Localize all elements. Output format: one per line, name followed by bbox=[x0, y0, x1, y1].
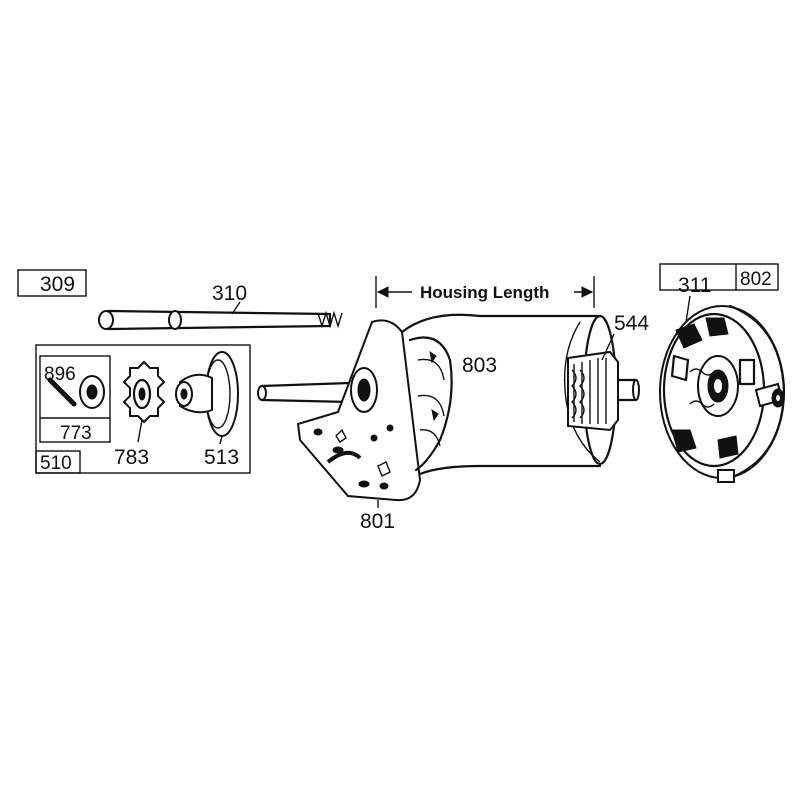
part-513-label: 513 bbox=[204, 446, 239, 469]
drive-end-cap-801 bbox=[296, 319, 422, 502]
part-309-label: 309 bbox=[40, 273, 75, 296]
housing-length-label: Housing Length bbox=[420, 283, 549, 302]
through-bolt-310: 310 bbox=[98, 282, 343, 331]
part-311-label: 311 bbox=[678, 274, 711, 297]
part-801-label: 801 bbox=[360, 510, 395, 533]
motor-housing-803 bbox=[400, 313, 618, 476]
part-783-label: 783 bbox=[114, 446, 149, 469]
pinion-gear-783 bbox=[122, 360, 166, 424]
part-544-label: 544 bbox=[614, 312, 649, 335]
housing-length-dimension: Housing Length bbox=[375, 276, 595, 308]
drive-assembly-513 bbox=[175, 351, 239, 437]
part-802-label: 802 bbox=[740, 269, 772, 290]
part-310-label: 310 bbox=[212, 282, 247, 305]
commutator-544 bbox=[567, 350, 640, 432]
part-773-label: 773 bbox=[60, 423, 92, 444]
part-802-label-box: 802 bbox=[659, 263, 779, 291]
part-309-label-box: 309 bbox=[17, 269, 87, 297]
commutator-end-cap-802 bbox=[659, 304, 786, 483]
kit-510-box: 510 896 773 783 513 bbox=[35, 344, 251, 474]
part-803-label: 803 bbox=[462, 354, 497, 377]
armature-shaft bbox=[257, 381, 352, 404]
part-510-label: 510 bbox=[40, 453, 72, 474]
